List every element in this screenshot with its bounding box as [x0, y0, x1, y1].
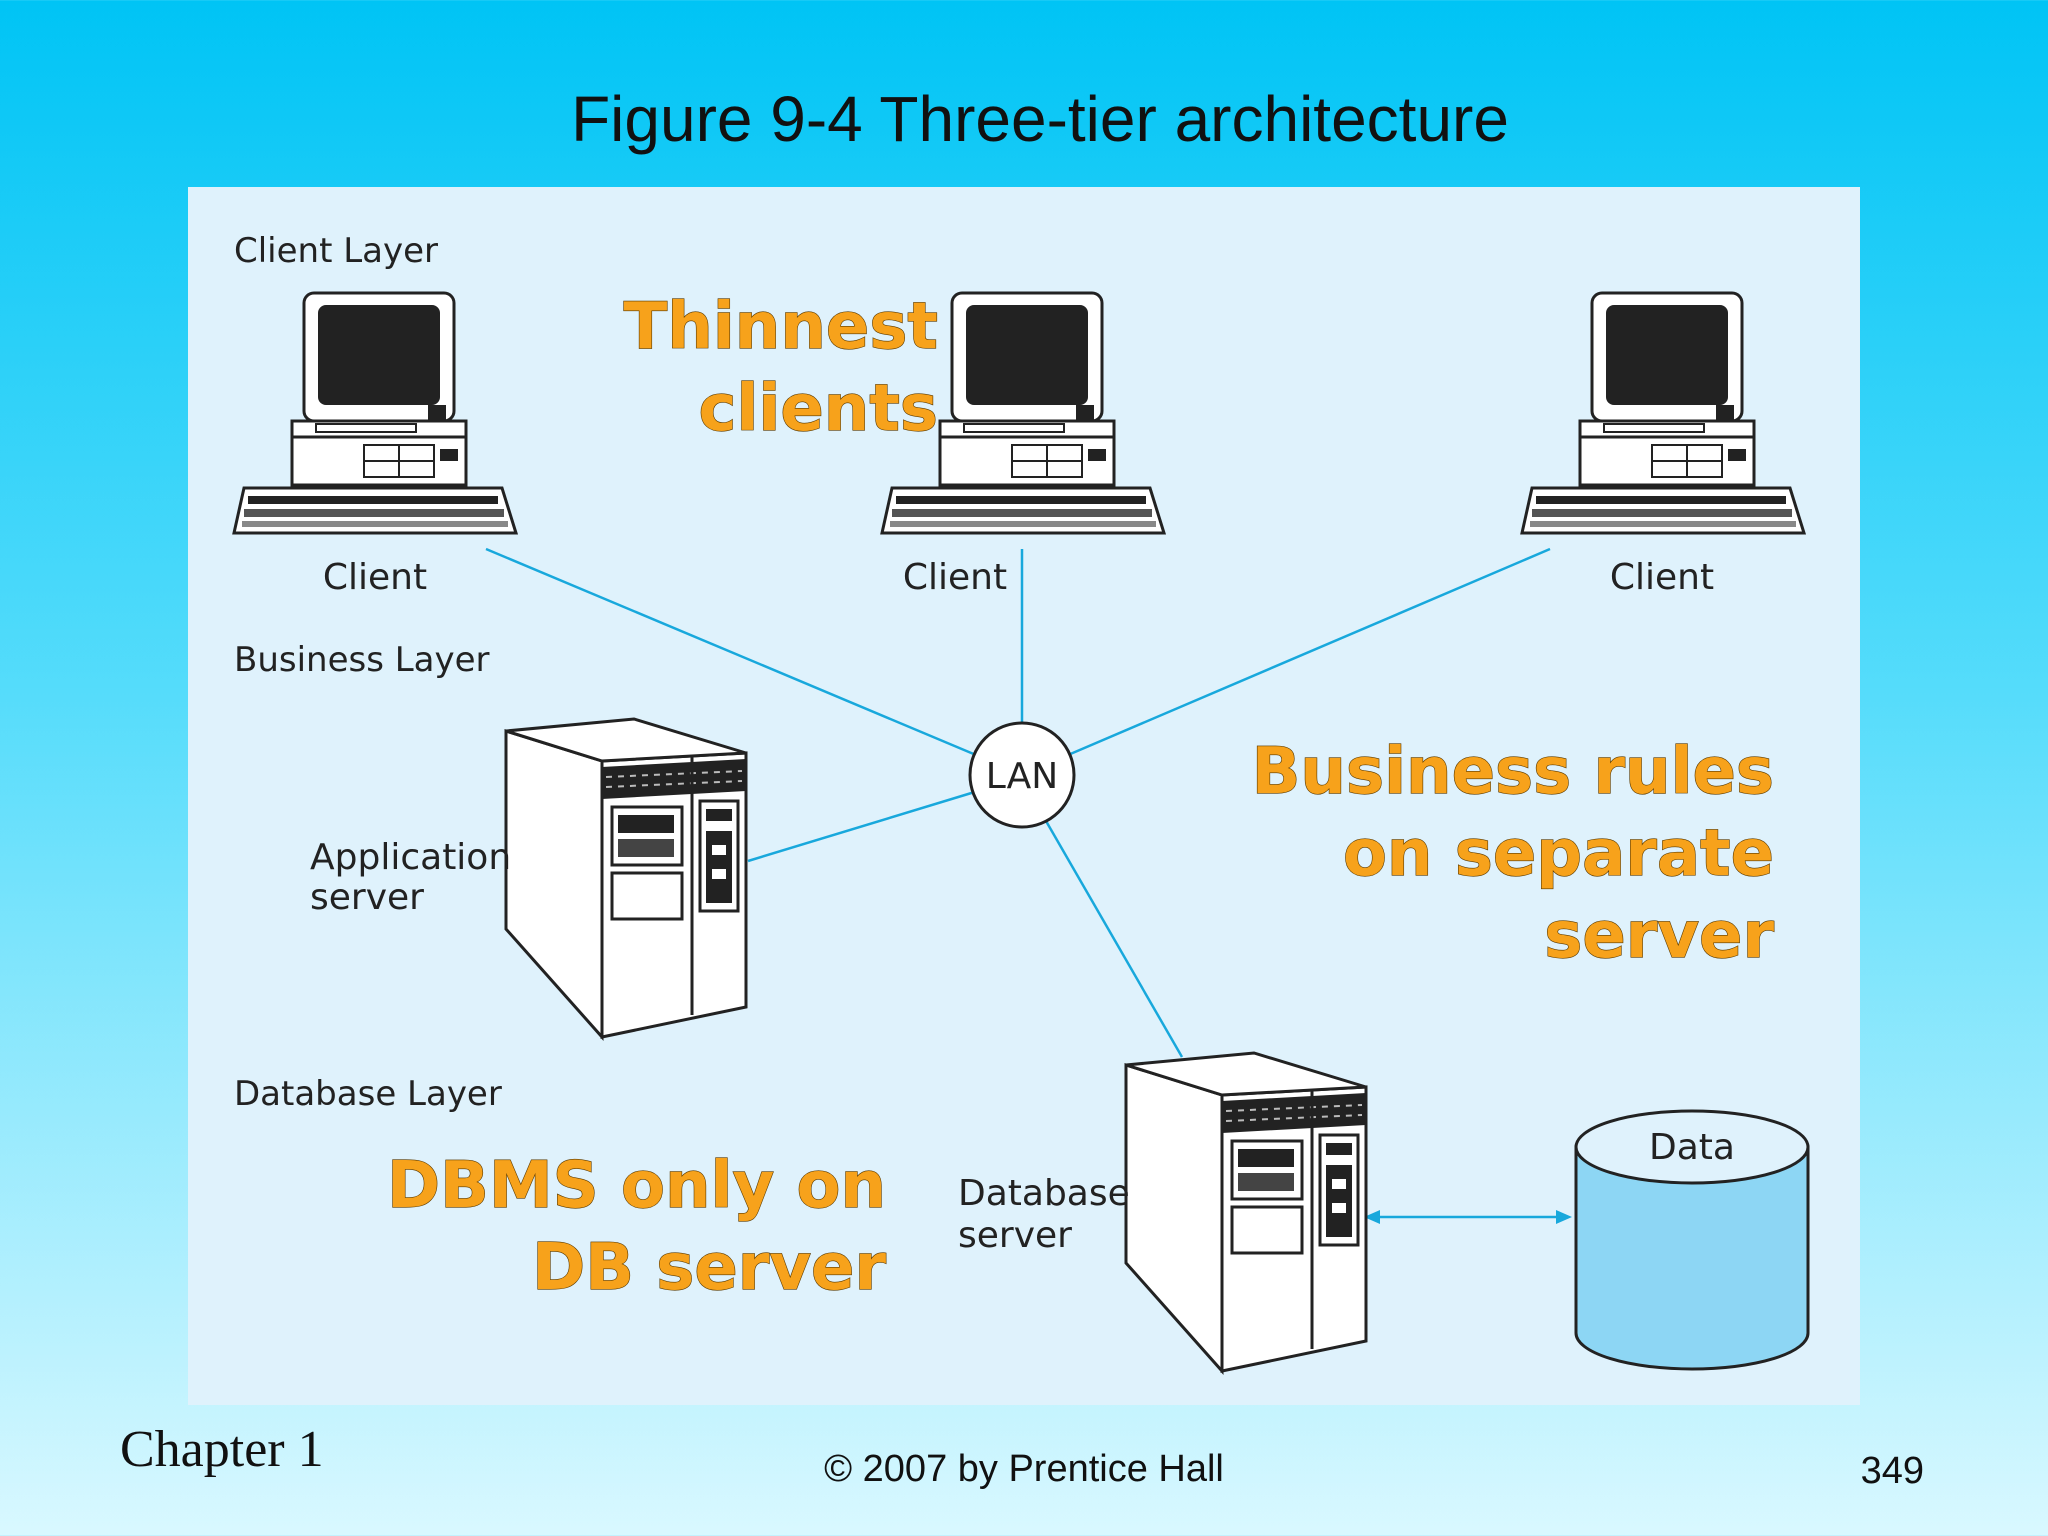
lan-label: LAN [986, 756, 1058, 797]
application-server-icon [504, 717, 748, 1039]
arrowhead-left-icon [1364, 1210, 1380, 1224]
client-left-label: Client [323, 557, 427, 598]
lan-hub-icon [968, 721, 1076, 829]
app-server-label-line1: Application [310, 837, 511, 878]
db-server-label-line1: Database [958, 1173, 1130, 1214]
chapter-label: Chapter 1 [120, 1421, 324, 1478]
three-tier-diagram: Client Layer Business Layer Database Lay… [232, 231, 1810, 1373]
callout-dbms-line1: DBMS only on [387, 1149, 886, 1223]
callout-business-line1: Business rules [1252, 735, 1774, 809]
connector-app-server [747, 789, 979, 863]
client-computer-right-icon [1520, 291, 1806, 535]
data-cylinder-icon [1574, 1109, 1810, 1371]
client-middle-label: Client [903, 557, 1007, 598]
diagram-panel: Client Layer Business Layer Database Lay… [188, 187, 1860, 1405]
connector-client-right [1067, 547, 1551, 757]
db-server-label-line2: server [958, 1215, 1072, 1256]
data-label: Data [1649, 1127, 1735, 1168]
database-layer-label: Database Layer [234, 1074, 502, 1114]
callout-thinnest-line2: clients [699, 372, 938, 446]
client-right-label: Client [1610, 557, 1714, 598]
callout-business-line3: server [1544, 899, 1774, 973]
callout-dbms-line2: DB server [532, 1231, 886, 1305]
arrowhead-right-icon [1556, 1210, 1572, 1224]
callout-thinnest-line1: Thinnest [624, 290, 938, 364]
business-layer-label: Business Layer [234, 640, 490, 680]
app-server-label-line2: server [310, 877, 424, 918]
database-server-icon [1124, 1051, 1368, 1373]
copyright-text: © 2007 by Prentice Hall [824, 1448, 1224, 1490]
client-computer-left-icon [232, 291, 518, 535]
connector-client-left [485, 547, 977, 757]
slide-title: Figure 9-4 Three-tier architecture [571, 83, 1509, 155]
client-layer-label: Client Layer [234, 231, 438, 271]
callout-business-line2: on separate [1343, 817, 1774, 891]
page-number: 349 [1860, 1450, 1924, 1492]
connector-db-server [1044, 820, 1184, 1058]
